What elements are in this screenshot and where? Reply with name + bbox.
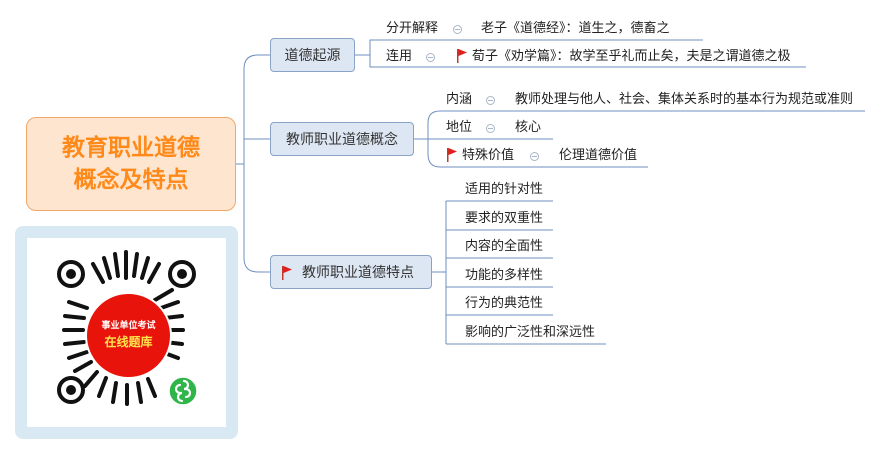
leaf-detail[interactable]: 核心 — [515, 120, 542, 135]
branch-topic-concept[interactable]: 教师职业道德概念 — [270, 122, 414, 156]
branch-topic-origin[interactable]: 道德起源 — [270, 38, 355, 72]
leaf-detail[interactable]: 教师处理与他人、社会、集体关系时的基本行为规范或准则 — [515, 92, 854, 107]
qr-title-line1: 事业单位考试 — [101, 320, 156, 331]
flag-icon — [447, 148, 457, 162]
leaf-label[interactable]: 地位 — [446, 120, 473, 135]
qr-center-badge: 事业单位考试 在线题库 — [85, 292, 172, 379]
leaf-label[interactable]: 内涵 — [446, 92, 473, 107]
collapse-icon[interactable] — [486, 96, 495, 105]
qr-title-line2: 在线题库 — [104, 334, 153, 349]
feature-item[interactable]: 适用的针对性 — [465, 182, 544, 197]
mini-program-icon — [168, 376, 198, 406]
branch-topic-features[interactable]: 教师职业道德特点 — [270, 255, 432, 289]
collapse-icon[interactable] — [453, 25, 462, 34]
feature-item[interactable]: 内容的全面性 — [465, 239, 544, 254]
feature-item[interactable]: 行为的典范性 — [465, 296, 544, 311]
root-title-line1: 教育职业道德 — [62, 135, 200, 161]
leaf-label[interactable]: 分开解释 — [386, 21, 439, 36]
root-title-line2: 概念及特点 — [73, 167, 189, 193]
leaf-detail[interactable]: 老子《道德经》：道生之，德畜之 — [481, 21, 670, 36]
collapse-icon[interactable] — [486, 124, 495, 133]
leaf-label[interactable]: 特殊价值 — [462, 148, 515, 163]
feature-item[interactable]: 功能的多样性 — [465, 268, 544, 283]
branch-label: 教师职业道德概念 — [286, 132, 398, 148]
flag-icon — [457, 49, 467, 63]
leaf-label[interactable]: 连用 — [386, 49, 413, 64]
feature-item[interactable]: 要求的双重性 — [465, 211, 544, 226]
collapse-icon[interactable] — [426, 53, 435, 62]
collapse-icon[interactable] — [530, 152, 539, 161]
branch-label: 教师职业道德特点 — [302, 265, 414, 281]
leaf-detail[interactable]: 伦理道德价值 — [559, 148, 638, 163]
qr-code-pattern[interactable] — [27, 238, 226, 427]
leaf-detail[interactable]: 荀子《劝学篇》：故学至乎礼而止矣，夫是之谓道德之极 — [472, 49, 791, 64]
feature-item[interactable]: 影响的广泛性和深远性 — [465, 325, 596, 340]
root-topic[interactable]: 教育职业道德 概念及特点 — [26, 117, 236, 211]
flag-icon — [282, 266, 292, 280]
branch-label: 道德起源 — [284, 48, 341, 64]
